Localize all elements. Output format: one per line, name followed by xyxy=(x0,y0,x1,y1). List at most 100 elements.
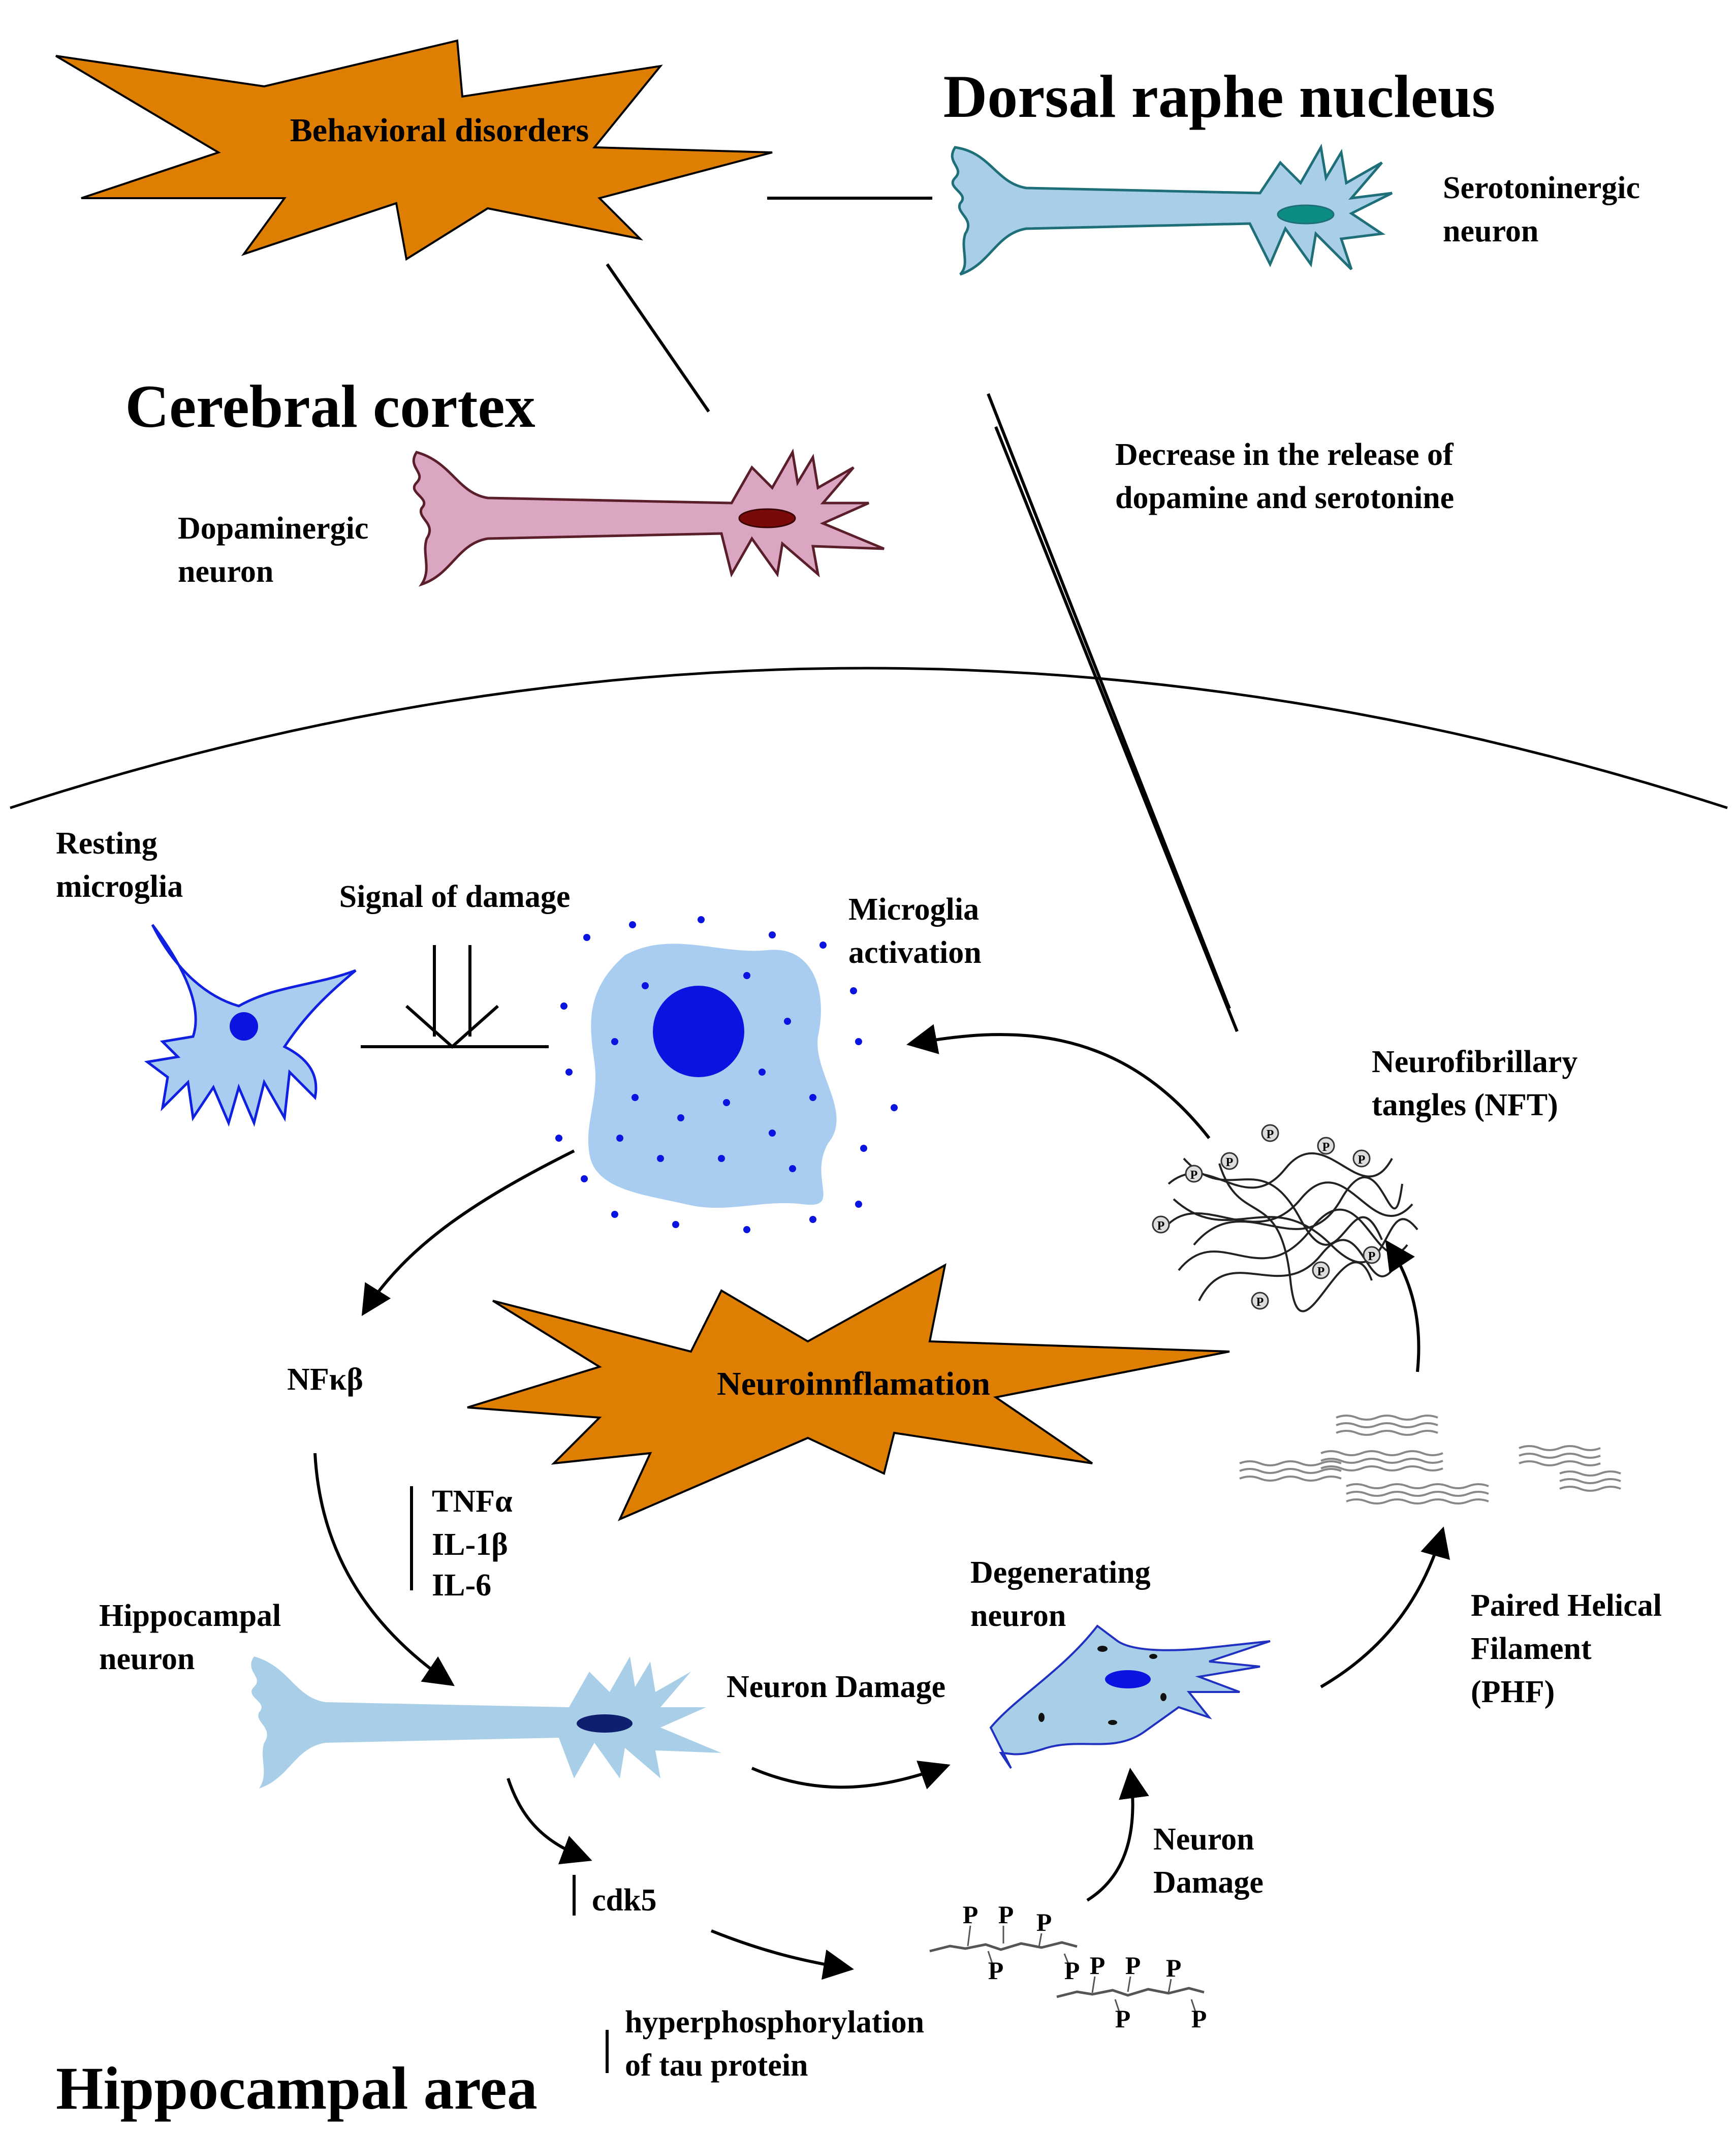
svg-text:P: P xyxy=(1317,1265,1325,1278)
nfkb-to-neuron-arrow xyxy=(313,1453,455,1686)
decrease-label-1: Decrease in the release of xyxy=(1115,437,1454,472)
phosphate-group: P xyxy=(1063,1953,1080,1985)
signal-head xyxy=(405,1005,499,1049)
svg-text:P: P xyxy=(1191,2004,1207,2033)
phf-to-nft-arrow xyxy=(1385,1240,1421,1372)
tau-strand xyxy=(929,1941,1078,1953)
nft-marker: P xyxy=(1312,1261,1330,1279)
signal-damage-label: Signal of damage xyxy=(339,880,571,914)
neuron-damage-label-2b: Damage xyxy=(1153,1865,1264,1900)
svg-text:P: P xyxy=(1226,1156,1234,1169)
activated-microglia-body xyxy=(588,944,837,1208)
dopaminergic-neuron xyxy=(412,448,885,587)
degenerating-neuron-body xyxy=(989,1624,1271,1769)
neurofibrillary-tangles xyxy=(1162,1152,1418,1312)
phf-label-3: (PHF) xyxy=(1471,1675,1555,1709)
nft-marker: P xyxy=(1251,1292,1269,1310)
phosphate-group: P xyxy=(1190,1999,1207,2033)
svg-text:P: P xyxy=(1157,1219,1165,1233)
svg-text:P: P xyxy=(988,1956,1004,1985)
svg-text:P: P xyxy=(1190,1169,1198,1182)
phf-label-1: Paired Helical xyxy=(1471,1588,1662,1623)
degenerating-label-1: Degenerating xyxy=(970,1555,1151,1590)
svg-text:P: P xyxy=(1322,1141,1330,1154)
burst-shape xyxy=(467,1263,1230,1521)
phosphate-group: P xyxy=(1125,1951,1141,1992)
decrease-label-2: dopamine and serotonine xyxy=(1115,481,1454,515)
behavioral-to-dopamine-arrow xyxy=(606,263,710,413)
serotonin-neuron-body xyxy=(951,143,1393,276)
tangle-strand xyxy=(1162,1181,1413,1231)
neuroinflammation-label: Neuroinnflamation xyxy=(717,1365,990,1402)
phosphate-group: P xyxy=(1166,1954,1182,1993)
degenerating-neuron xyxy=(989,1624,1271,1769)
svg-text:P: P xyxy=(1166,1954,1182,1982)
decrease-down-arrow xyxy=(987,393,1231,1010)
decrease-up-arrow xyxy=(994,426,1239,1032)
hippocampal-area-title: Hippocampal area xyxy=(56,2054,538,2122)
phosphate-group: P xyxy=(998,1900,1014,1943)
neuron-damage-label-1: Neuron Damage xyxy=(727,1670,945,1704)
nft-to-microglia-arrow xyxy=(906,1024,1211,1139)
nft-marker: P xyxy=(1220,1152,1239,1170)
behavioral-disorders-burst: Behavioral disorders xyxy=(55,39,773,261)
signal-damage-arrow xyxy=(405,945,499,1049)
hyperphos-label-1: hyperphosphorylation xyxy=(625,2005,924,2040)
dopaminergic-label-2: neuron xyxy=(178,554,273,589)
phf-bundle xyxy=(1320,1450,1443,1471)
degenerating-to-phf-arrow xyxy=(1320,1526,1450,1688)
phosphate-group: P xyxy=(1114,1999,1130,2033)
serotonin-nucleus xyxy=(1277,204,1335,225)
serotoninergic-label-1: Serotoninergic xyxy=(1443,171,1640,205)
region-divider xyxy=(10,667,1728,809)
behavioral-disorders-label: Behavioral disorders xyxy=(290,112,589,149)
phf-bundle xyxy=(1239,1460,1342,1482)
paired-helical-filaments xyxy=(1239,1415,1621,1504)
neuron-to-degenerating-arrow xyxy=(751,1761,951,1790)
tangle-strand xyxy=(1218,1163,1373,1312)
microglia-to-nfkb-arrow xyxy=(361,1149,575,1316)
tangle-strand xyxy=(1173,1198,1418,1264)
tau-strand xyxy=(1056,1987,1205,1998)
hippocampal-neuron xyxy=(251,1656,721,1789)
burst-shape xyxy=(55,39,773,261)
serotoninergic-neuron xyxy=(951,143,1393,276)
cytokine-il6: IL-6 xyxy=(432,1568,491,1603)
serotoninergic-label-2: neuron xyxy=(1443,214,1538,248)
nft-marker: P xyxy=(1261,1124,1279,1142)
degenerating-nucleus xyxy=(1105,1670,1151,1688)
svg-text:P: P xyxy=(1125,1951,1141,1980)
tangle-strand xyxy=(1193,1176,1403,1246)
phf-bundle xyxy=(1336,1415,1438,1436)
neuron-damage-label-2a: Neuron xyxy=(1153,1822,1254,1857)
resting-microglia-label-1: Resting xyxy=(56,826,157,861)
microglia-activation-label-1: Microglia xyxy=(848,892,979,927)
nft-label-1: Neurofibrillary xyxy=(1372,1045,1577,1079)
nfkb-label: NFκβ xyxy=(287,1362,363,1397)
svg-text:P: P xyxy=(998,1900,1014,1929)
microglia-activation-label-2: activation xyxy=(848,935,982,970)
phosphate-group: P xyxy=(987,1951,1004,1985)
cdk5-to-tau-arrow xyxy=(710,1929,854,1980)
degenerating-label-2: neuron xyxy=(970,1598,1066,1633)
activated-microglia xyxy=(555,916,898,1233)
phf-bundle xyxy=(1519,1445,1601,1466)
svg-text:P: P xyxy=(1368,1250,1376,1263)
resting-microglia-label-2: microglia xyxy=(56,869,183,904)
hippocampal-neuron-label-2: neuron xyxy=(99,1642,195,1676)
tangle-strand xyxy=(1198,1239,1393,1301)
nft-marker: P xyxy=(1352,1149,1371,1168)
svg-text:P: P xyxy=(963,1900,979,1929)
nft-marker: P xyxy=(1317,1137,1335,1155)
dorsal-raphe-title: Dorsal raphe nucleus xyxy=(943,62,1496,130)
degenerating-debris xyxy=(1038,1646,1166,1725)
phf-bundle xyxy=(1346,1483,1489,1504)
nft-marker: P xyxy=(1363,1246,1381,1264)
nft-label-2: tangles (NFT) xyxy=(1372,1088,1558,1122)
nft-marker: P xyxy=(1185,1165,1203,1183)
tau-to-degenerating-arrow xyxy=(1086,1768,1149,1902)
resting-microglia xyxy=(144,924,357,1127)
dopaminergic-label-1: Dopaminergic xyxy=(178,511,368,546)
svg-text:P: P xyxy=(1036,1908,1052,1936)
